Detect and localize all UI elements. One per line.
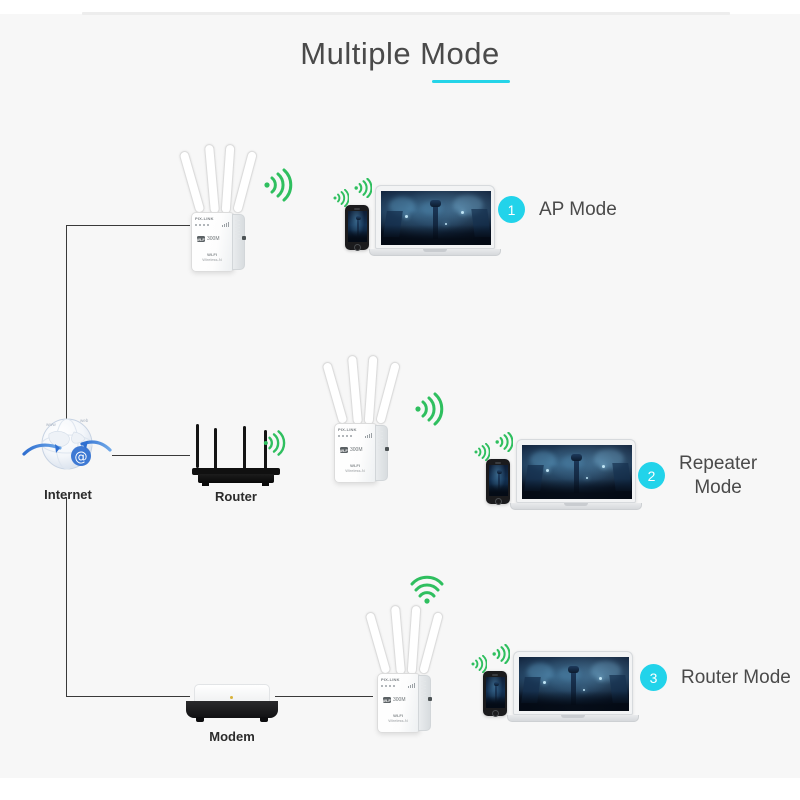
extender-footer-router-mode: WI-FI Wireless-N xyxy=(388,713,408,723)
mode-badge-3: 3 xyxy=(640,664,667,691)
mode-label-1: AP Mode xyxy=(539,198,617,220)
top-edge-line xyxy=(82,12,730,15)
mode-router[interactable]: 3 Router Mode xyxy=(640,664,791,691)
laptop-icon xyxy=(369,185,501,260)
wifi-signal-icon-repeater-laptop xyxy=(494,432,513,452)
router-icon xyxy=(188,424,284,486)
smartphone-icon xyxy=(486,459,510,505)
wire-internet-to-ap-vertical xyxy=(66,225,68,423)
internet-label: Internet xyxy=(44,487,92,502)
wifi-signal-icon-router-out xyxy=(262,430,286,456)
wifi-signal-icon-repeater-out xyxy=(413,392,445,426)
page-title-wrap: Multiple Mode xyxy=(0,36,800,72)
wifi-signal-icon-router-mode-laptop xyxy=(491,644,510,664)
bottom-edge-strip xyxy=(0,778,800,800)
router-label: Router xyxy=(215,489,257,504)
laptop-icon xyxy=(510,439,642,514)
laptop-icon xyxy=(507,651,639,726)
mode-badge-1: 1 xyxy=(498,196,525,223)
modem-icon xyxy=(186,684,278,726)
wifi-range-extender-icon-router-mode: PIX-LINK WI-FI 300M WI-FI Wireless-N xyxy=(364,604,448,733)
wire-internet-to-modem-vertical xyxy=(66,497,68,697)
wire-internet-to-ap-horizontal xyxy=(66,225,190,227)
extender-tag-repeater: WI-FI xyxy=(339,447,349,453)
svg-text:web: web xyxy=(80,418,89,423)
wifi-signal-icon-ap-out xyxy=(262,168,294,202)
wire-internet-to-modem-horizontal xyxy=(66,696,190,698)
client-cluster-router-mode xyxy=(483,651,639,726)
extender-tag-ap: WI-FI xyxy=(196,236,206,242)
extender-brand-repeater: PIX-LINK xyxy=(338,427,357,432)
smartphone-icon xyxy=(483,671,507,717)
smartphone-icon xyxy=(345,205,369,251)
svg-text:@: @ xyxy=(75,450,88,465)
title-underline xyxy=(432,80,510,83)
client-cluster-ap xyxy=(345,185,501,260)
wifi-range-extender-icon-ap: PIX-LINK WI-FI 300M WI-FI Wireless-N xyxy=(178,143,262,272)
mode-label-3: Router Mode xyxy=(681,666,791,688)
extender-tag-router-mode: WI-FI xyxy=(382,697,392,703)
page-title: Multiple Mode xyxy=(300,36,500,71)
wifi-signal-icon-ap-laptop xyxy=(353,178,372,198)
extender-tag-sub-ap: 300M xyxy=(207,236,220,242)
extender-tag-sub-repeater: 300M xyxy=(350,447,363,453)
mode-badge-2: 2 xyxy=(638,462,665,490)
mode-ap[interactable]: 1 AP Mode xyxy=(498,196,617,223)
extender-tag-sub-router-mode: 300M xyxy=(393,697,406,703)
svg-text:www: www xyxy=(46,422,56,427)
wifi-range-extender-icon-repeater: PIX-LINK WI-FI 300M WI-FI Wireless-N xyxy=(321,354,405,483)
extender-brand-router-mode: PIX-LINK xyxy=(381,677,400,682)
extender-footer-ap: WI-FI Wireless-N xyxy=(202,252,222,262)
wire-internet-to-router xyxy=(112,455,190,457)
wire-modem-to-extender xyxy=(275,696,373,698)
top-edge-strip xyxy=(0,0,800,15)
globe-internet-icon: @ www web xyxy=(18,410,116,482)
extender-brand-ap: PIX-LINK xyxy=(195,216,214,221)
wifi-signal-icon-router-mode-up xyxy=(410,572,444,604)
client-cluster-repeater xyxy=(486,439,642,514)
extender-footer-repeater: WI-FI Wireless-N xyxy=(345,463,365,473)
modem-label: Modem xyxy=(209,729,255,744)
